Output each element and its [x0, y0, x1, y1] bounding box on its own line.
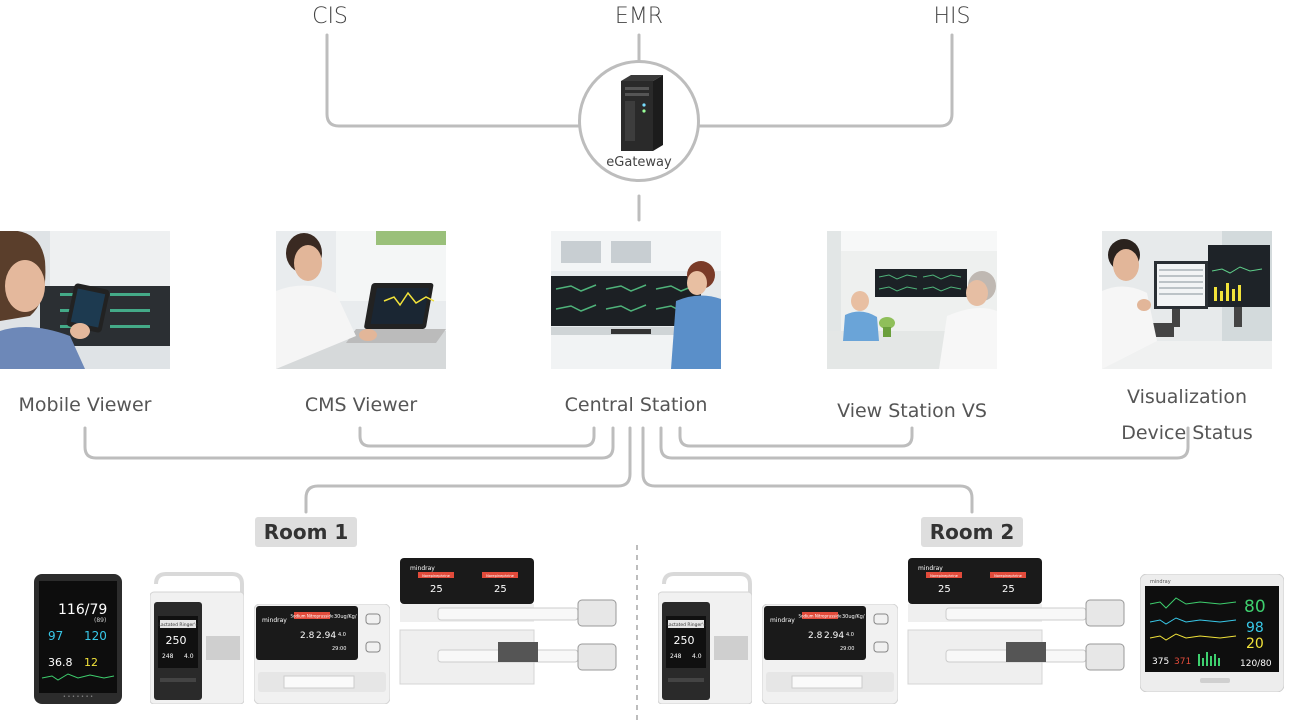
large-pump-brand: mindray: [262, 617, 287, 624]
syringe2-channel-b: Norepinephrine: [994, 574, 1023, 578]
room1-connector: [304, 426, 632, 514]
patient-monitor-room2[interactable]: mindray 80 98 20 375 371 120/80: [1139, 573, 1285, 693]
central-station-label: Central Station: [564, 394, 708, 416]
pump2-v1-value: 248: [670, 653, 682, 660]
large-pump-v4: 29:00: [332, 646, 346, 652]
large-pump-v2: 2.94: [316, 631, 336, 641]
patient-monitor-room1[interactable]: • • • • • • • 116/79 (89) 97 120 36.8 12: [34, 574, 122, 704]
room2-connector: [641, 426, 974, 514]
his-connector: [698, 33, 954, 128]
volumetric-pump-room2[interactable]: Lactated Ringer's 250 248 4.0: [657, 572, 753, 705]
monitor-hr-value: 97: [48, 629, 63, 643]
syringe-channel-b: Norepinephrine: [486, 574, 515, 578]
syringe2-value-b: 25: [1002, 584, 1015, 595]
system-label-cis: CIS: [312, 4, 348, 29]
monitor-rr-value: 12: [84, 656, 98, 669]
pump2-v2-value: 4.0: [692, 653, 702, 660]
server-icon: [621, 75, 663, 151]
monitor2-brand: mindray: [1150, 579, 1171, 585]
large-pump2-brand: mindray: [770, 617, 795, 624]
room-1-tag: Room 1: [255, 517, 357, 547]
large-pump2-dose: 30ug/Kg/: [842, 614, 865, 620]
device-status-label: Device Status: [1121, 422, 1253, 444]
syringe2-value-a: 25: [938, 584, 951, 595]
pump-rate-value: 250: [166, 634, 187, 647]
room-2-tag: Room 2: [921, 517, 1023, 547]
central-station-photo: [551, 231, 721, 369]
pump-drug-name: Lactated Ringer's: [158, 622, 198, 628]
view-station-connector: [678, 426, 914, 448]
visualization-photo: [1102, 231, 1272, 369]
large-pump-title: Sodium Nitroprusside: [290, 614, 334, 619]
syringe-value-b: 25: [494, 584, 507, 595]
volumetric-pump-room1[interactable]: Lactated Ringer's 250 248 4.0: [149, 572, 245, 705]
syringe-pump-stack-room1[interactable]: mindray Norepinephrine Norepinephrine 25…: [398, 558, 620, 686]
monitor-temp-value: 36.8: [48, 656, 73, 669]
syringe-pump-stack-room2[interactable]: mindray Norepinephrine Norepinephrine 25…: [906, 558, 1128, 686]
cis-connector: [325, 33, 580, 128]
mobile-viewer-label: Mobile Viewer: [18, 394, 152, 416]
view-station-photo: [827, 231, 997, 369]
infusion-pump-large-room2[interactable]: mindray Sodium Nitroprusside 30ug/Kg/ 2.…: [761, 603, 899, 705]
large-pump2-v2: 2.94: [824, 631, 844, 641]
visualization-label: Visualization: [1126, 386, 1248, 408]
syringe2-channel-a: Norepinephrine: [930, 574, 959, 578]
svg-text:• • • • • • •: • • • • • • •: [63, 694, 93, 700]
egateway-label: eGateway: [606, 155, 672, 170]
infusion-pump-large-room1[interactable]: mindray Sodium Nitroprusside 30ug/Kg/ 2.…: [253, 603, 391, 705]
monitor2-hr-value: 80: [1244, 597, 1266, 617]
monitor-bp-value: 116/79: [58, 602, 107, 618]
large-pump-v1: 2.8: [300, 631, 315, 641]
visualization-connector: [659, 426, 1190, 460]
mobile-viewer-photo: [0, 231, 170, 369]
large-pump2-title: Sodium Nitroprusside: [798, 614, 842, 619]
monitor-map-value: (89): [94, 617, 106, 624]
large-pump2-v4: 29:00: [840, 646, 854, 652]
cms-viewer-label: CMS Viewer: [304, 394, 418, 416]
pump-v2-value: 4.0: [184, 653, 194, 660]
syringe-channel-a: Norepinephrine: [422, 574, 451, 578]
pump-v1-value: 248: [162, 653, 174, 660]
large-pump-dose: 30ug/Kg/: [334, 614, 357, 620]
system-label-his: HIS: [933, 4, 971, 29]
syringe-brand: mindray: [410, 565, 435, 572]
pump2-rate-value: 250: [674, 634, 695, 647]
monitor2-spo2-value: 98: [1246, 620, 1264, 636]
monitor2-b2-value: 371: [1174, 657, 1191, 667]
syringe-value-a: 25: [430, 584, 443, 595]
monitor2-rr-value: 20: [1246, 636, 1264, 652]
large-pump-v3: 4.0: [338, 632, 346, 638]
large-pump2-v1: 2.8: [808, 631, 823, 641]
view-station-label: View Station VS: [837, 400, 987, 422]
mobile-viewer-connector: [83, 426, 615, 460]
cms-viewer-connector: [358, 426, 596, 448]
egateway-node[interactable]: eGateway: [578, 60, 700, 182]
syringe2-brand: mindray: [918, 565, 943, 572]
monitor2-b1-value: 375: [1152, 657, 1169, 667]
system-label-emr: EMR: [614, 4, 664, 29]
monitor-spo2-value: 120: [84, 629, 107, 643]
pump2-drug-name: Lactated Ringer's: [666, 622, 706, 628]
cms-viewer-photo: [276, 231, 446, 369]
monitor2-bp-value: 120/80: [1240, 659, 1272, 669]
large-pump2-v3: 4.0: [846, 632, 854, 638]
